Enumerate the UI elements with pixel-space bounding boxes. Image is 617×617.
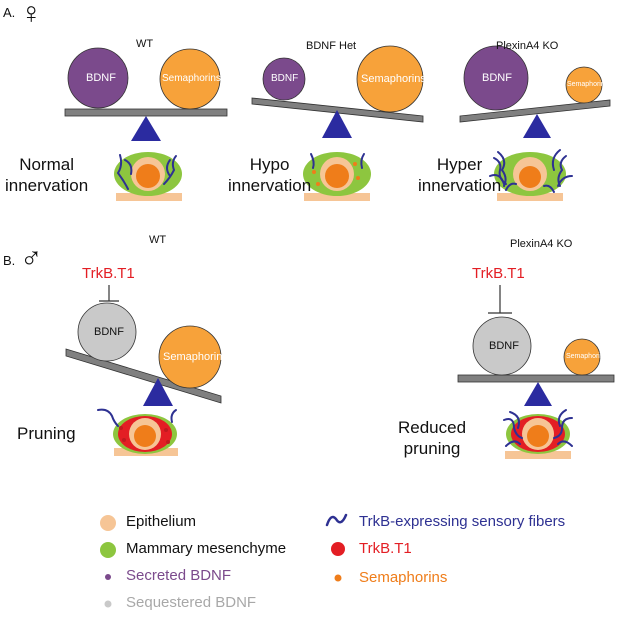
condition-title-wt: WT (149, 234, 167, 246)
panel-b-wt-balance (65, 302, 222, 406)
semaphorins-label: Semaphorins (162, 73, 221, 84)
sequestered-bdnf-swatch (104, 600, 112, 608)
condition-title-bdnf-het: BDNF Het (306, 40, 357, 52)
semaphorins-circle (159, 48, 221, 110)
panel-a-wt-gland (114, 152, 182, 201)
gland-core (134, 425, 156, 447)
gland-core (527, 425, 549, 447)
outcome-label-reduced-pruning: Reduced pruning (398, 418, 467, 458)
bdnf-label: BDNF (482, 72, 512, 84)
panel-a-letter: A. (3, 5, 16, 20)
bdnf-label: BDNF (94, 326, 124, 338)
sensory-fibers (310, 153, 365, 169)
panel-b-wt-inhibitor (99, 285, 119, 302)
trkb-t1-swatch (331, 542, 345, 556)
balance-beam (64, 108, 228, 117)
secreted-bdnf-swatch (105, 574, 111, 580)
panel-b-ko-inhibitor (488, 285, 512, 314)
panel-a-ko-gland (489, 149, 573, 201)
gland-core (136, 164, 160, 188)
gland-base (304, 193, 370, 201)
gland-base (505, 451, 571, 459)
legend-semaphorins: Semaphorins (359, 569, 448, 586)
sensory-fibers (489, 149, 573, 193)
gland-base (497, 193, 563, 201)
legend-fibers: TrkB-expressing sensory fibers (359, 513, 566, 530)
semaphorins-circle (158, 325, 222, 389)
balance-beam (459, 99, 611, 123)
outcome-label-hypo: Hypo innervation (228, 155, 312, 195)
sensory-fibers (97, 408, 177, 427)
trkb-t1-dots (119, 426, 170, 444)
panel-b-wt-gland (97, 408, 178, 456)
bdnf-circle (463, 45, 529, 111)
panel-a-het-gland (303, 152, 371, 201)
epithelium-swatch (100, 515, 116, 531)
legend-epithelium: Epithelium (126, 513, 197, 530)
semaphorins-label: Semaphorins (566, 353, 608, 360)
male-symbol: ♂ (20, 241, 43, 274)
semaphorins-label: Semaphorins (163, 351, 228, 363)
fulcrum-triangle (322, 110, 352, 138)
semaphorins-label: Semaphorins (567, 81, 609, 88)
bdnf-circle (67, 47, 129, 109)
panel-a-het-balance (251, 45, 424, 138)
bdnf-circle (472, 316, 532, 376)
fulcrum-triangle (524, 382, 552, 406)
sensory-fibers (116, 154, 177, 190)
fiber-swatch (325, 513, 348, 527)
condition-title-plexina4-ko: PlexinA4 KO (510, 238, 573, 250)
panel-b-letter: B. (3, 253, 16, 268)
female-symbol: ♀ (20, 0, 43, 30)
semaphorins-swatch (334, 574, 342, 582)
panel-b-ko-balance (457, 316, 615, 406)
sensory-fibers (503, 409, 573, 447)
gland-core (325, 164, 349, 188)
semaphorin-dots (312, 162, 360, 186)
bdnf-circle (262, 57, 306, 101)
legend-mesenchyme: Mammary mesenchyme (126, 540, 287, 557)
condition-title-plexina4-ko: PlexinA4 KO (496, 40, 559, 52)
bdnf-circle (77, 302, 137, 362)
semaphorins-circle (563, 338, 601, 376)
legend-secreted-bdnf: Secreted BDNF (126, 567, 232, 584)
balance-beam (457, 374, 615, 383)
legend-sequestered-bdnf: Sequestered BDNF (126, 594, 257, 611)
semaphorins-circle (565, 66, 603, 104)
fulcrum-triangle (523, 114, 551, 138)
gland-base (116, 193, 182, 201)
fulcrum-triangle (143, 378, 173, 406)
trkb-t1-label: TrkB.T1 (82, 265, 135, 282)
legend-trkb-t1: TrkB.T1 (359, 540, 412, 557)
legend-swatches (100, 513, 348, 608)
panel-a-ko-balance (459, 45, 611, 138)
bdnf-label: BDNF (86, 72, 116, 84)
gland-core (519, 166, 541, 188)
semaphorins-label: Semaphorins (361, 73, 426, 85)
fulcrum-triangle (131, 116, 161, 141)
bdnf-label: BDNF (271, 73, 299, 84)
outcome-label-pruning: Pruning (17, 424, 76, 443)
trkb-t1-label: TrkB.T1 (472, 265, 525, 282)
condition-title-wt: WT (136, 38, 154, 50)
outcome-label-hyper: Hyper innervation (418, 155, 502, 195)
panel-a-wt-balance (64, 47, 228, 141)
outcome-label-normal: Normal innervation (5, 155, 89, 195)
balance-beam (251, 97, 424, 123)
semaphorins-circle (356, 45, 424, 113)
bdnf-label: BDNF (489, 340, 519, 352)
mesenchyme-swatch (100, 542, 116, 558)
panel-b-ko-gland (503, 409, 573, 459)
